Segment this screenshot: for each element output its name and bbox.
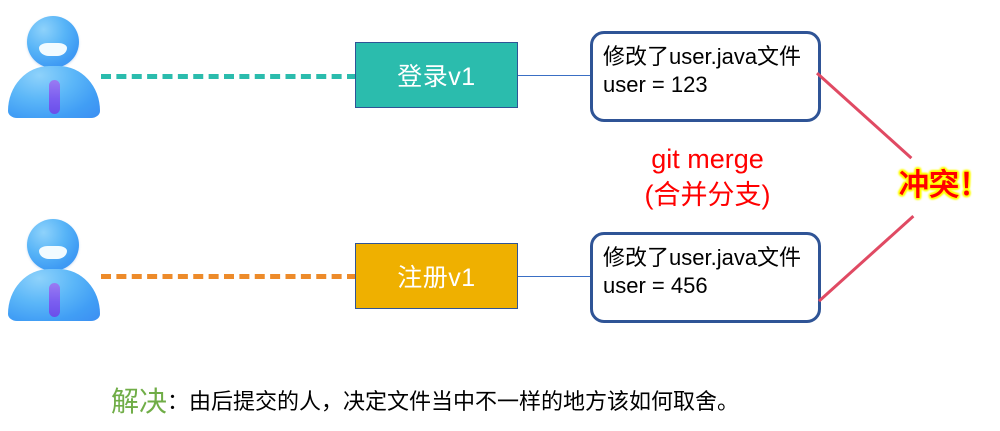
merge-line-upper <box>815 72 913 160</box>
branch-box-login[interactable]: 登录v1 <box>355 42 518 108</box>
branch-box-register[interactable]: 注册v1 <box>355 243 518 309</box>
avatar-badge-shape <box>49 80 60 114</box>
commit-note-register: 修改了user.java文件 user = 456 <box>590 232 821 323</box>
user-avatar-icon <box>8 16 100 118</box>
dashed-connector-register <box>101 274 357 279</box>
solution-body: ：由后提交的人，决定文件当中不一样的地方该如何取舍。 <box>167 389 740 414</box>
commit-note-login: 修改了user.java文件 user = 123 <box>590 31 821 122</box>
avatar-head-shape <box>27 16 79 68</box>
connector-register-to-commit <box>518 276 591 277</box>
user-avatar-icon <box>8 219 100 321</box>
avatar-face-shape <box>39 43 67 56</box>
merge-line-lower <box>818 215 915 303</box>
avatar-head-shape <box>27 219 79 271</box>
solution-keyword: 解决 <box>111 386 168 417</box>
solution-text: 解决：由后提交的人，决定文件当中不一样的地方该如何取舍。 <box>111 380 739 420</box>
avatar-badge-shape <box>49 283 60 317</box>
merge-operation-label: git merge (合并分支) <box>644 144 771 210</box>
dashed-connector-login <box>101 74 357 79</box>
conflict-badge: 冲突！ <box>899 169 989 202</box>
avatar-face-shape <box>39 246 67 259</box>
connector-login-to-commit <box>518 75 591 76</box>
